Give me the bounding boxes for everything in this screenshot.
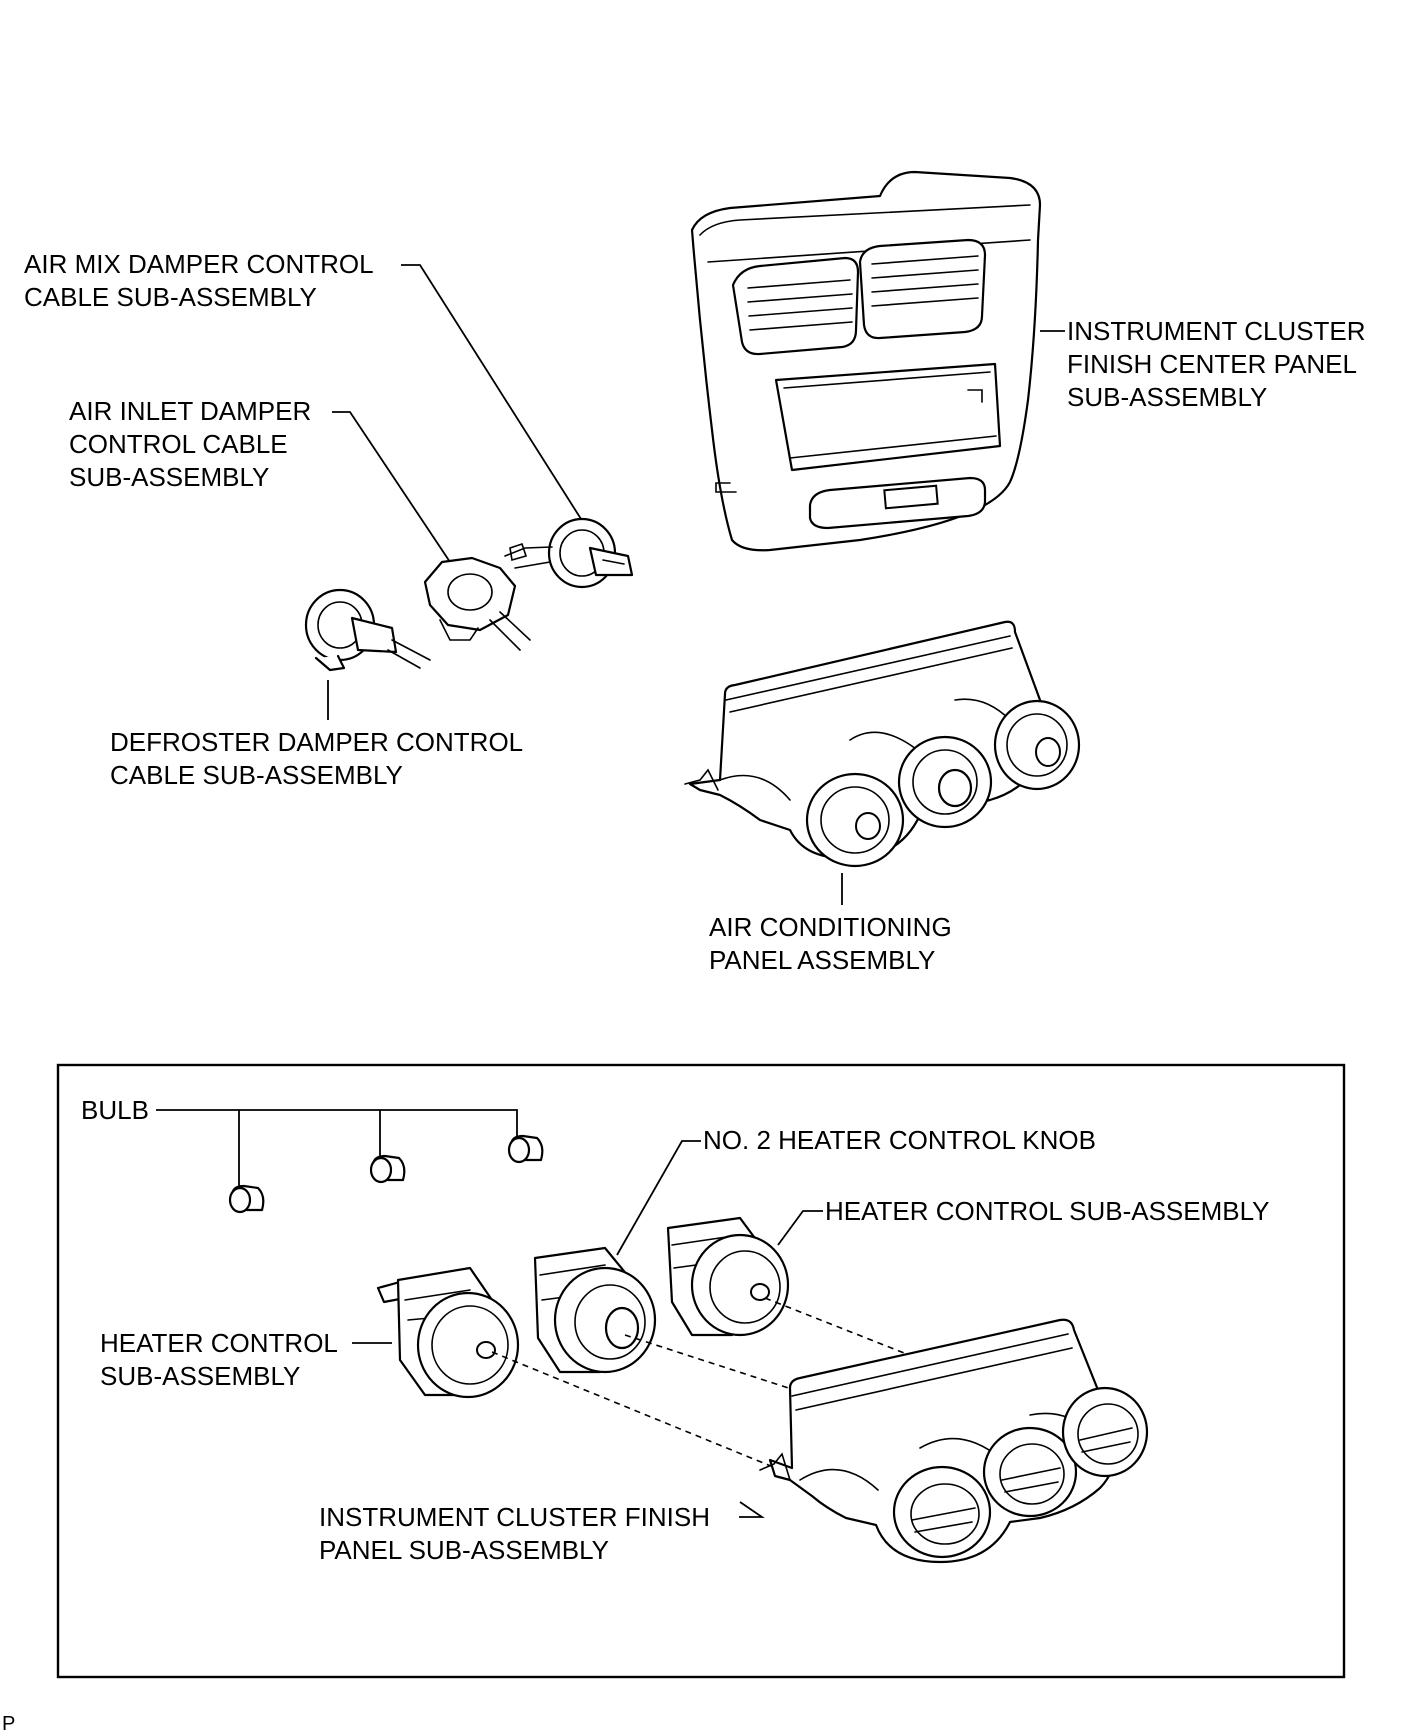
label-defroster-cable-line-1: DEFROSTER DAMPER CONTROL [110, 727, 523, 757]
label-finish-panel-line-1: INSTRUMENT CLUSTER FINISH [319, 1502, 710, 1532]
bulb-right [507, 1134, 544, 1164]
leader-knob [616, 1140, 701, 1256]
label-ac-panel-line-2: PANEL ASSEMBLY [709, 945, 935, 975]
corner-mark: P [2, 1713, 15, 1734]
label-air-inlet-cable-line-3: SUB-ASSEMBLY [69, 462, 269, 492]
heater-right-drawing [666, 1216, 790, 1337]
vent-left [731, 256, 860, 356]
label-ac-panel: AIR CONDITIONING PANEL ASSEMBLY [709, 912, 959, 975]
label-air-mix-cable-line-1: AIR MIX DAMPER CONTROL [24, 249, 373, 279]
center-panel-opening [774, 362, 1002, 472]
bulb-middle [369, 1154, 406, 1184]
label-heater-left: HEATER CONTROL SUB-ASSEMBLY [100, 1328, 344, 1391]
label-defroster-cable: DEFROSTER DAMPER CONTROL CABLE SUB-ASSEM… [110, 727, 529, 790]
label-air-inlet-cable-line-2: CONTROL CABLE [69, 429, 288, 459]
label-center-panel-line-2: FINISH CENTER PANEL [1067, 349, 1356, 379]
leader-air-mix [401, 264, 589, 531]
vent-right [858, 238, 987, 340]
label-bulb-line-1: BULB [81, 1095, 149, 1125]
center-panel-drawing [690, 170, 1042, 552]
air-mix-cable-part [504, 517, 634, 589]
label-bulb: BULB [81, 1095, 149, 1125]
label-heater-right: HEATER CONTROL SUB-ASSEMBLY [825, 1196, 1270, 1226]
bulbs-drawing [228, 1134, 544, 1214]
label-defroster-cable-line-2: CABLE SUB-ASSEMBLY [110, 760, 403, 790]
vent-louvers [747, 255, 979, 331]
label-air-mix-cable: AIR MIX DAMPER CONTROL CABLE SUB-ASSEMBL… [24, 249, 380, 312]
air-inlet-cable-part [423, 556, 531, 651]
defroster-cable-part [304, 588, 431, 672]
label-knob: NO. 2 HEATER CONTROL KNOB [703, 1125, 1096, 1155]
label-center-panel-line-3: SUB-ASSEMBLY [1067, 382, 1267, 412]
label-air-inlet-cable: AIR INLET DAMPER CONTROL CABLE SUB-ASSEM… [69, 396, 318, 492]
label-heater-left-line-2: SUB-ASSEMBLY [100, 1361, 300, 1391]
leader-air-inlet [332, 411, 453, 566]
ac-knob-center [897, 735, 993, 829]
label-heater-left-line-1: HEATER CONTROL [100, 1328, 337, 1358]
label-knob-line-1: NO. 2 HEATER CONTROL KNOB [703, 1125, 1096, 1155]
damper-cables-drawing [304, 517, 634, 672]
leader-heater-right [777, 1210, 823, 1246]
ac-knob-right [993, 699, 1081, 791]
heater-left-drawing [376, 1266, 520, 1399]
label-center-panel-line-1: INSTRUMENT CLUSTER [1067, 316, 1366, 346]
leader-bulb [156, 1109, 518, 1188]
label-ac-panel-line-1: AIR CONDITIONING [709, 912, 952, 942]
finish-panel-opening-left [892, 1465, 992, 1559]
label-finish-panel-line-2: PANEL SUB-ASSEMBLY [319, 1535, 609, 1565]
ac-panel-drawing [684, 620, 1081, 868]
label-finish-panel: INSTRUMENT CLUSTER FINISH PANEL SUB-ASSE… [319, 1502, 717, 1565]
detail-frame [56, 1063, 1346, 1679]
finish-panel-drawing [759, 1318, 1149, 1564]
heater-middle-knob-drawing [533, 1246, 657, 1374]
label-center-panel: INSTRUMENT CLUSTER FINISH CENTER PANEL S… [1067, 316, 1373, 412]
finish-panel-opening-right [1061, 1386, 1149, 1478]
label-air-mix-cable-line-2: CABLE SUB-ASSEMBLY [24, 282, 317, 312]
ac-knob-left [805, 772, 905, 868]
bulb-left [228, 1184, 265, 1214]
leader-finish-panel [739, 1501, 765, 1518]
leader-lines [156, 264, 1065, 1518]
label-air-inlet-cable-line-1: AIR INLET DAMPER [69, 396, 311, 426]
label-heater-right-line-1: HEATER CONTROL SUB-ASSEMBLY [825, 1196, 1270, 1226]
finish-panel-opening-center [982, 1426, 1078, 1518]
